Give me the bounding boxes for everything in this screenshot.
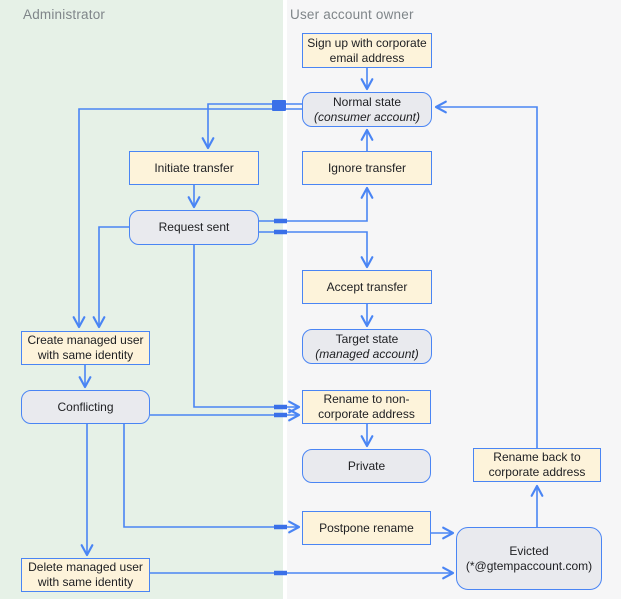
node-evicted: Evicted (*@gtempaccount.com): [456, 527, 602, 590]
node-label: (*@gtempaccount.com): [465, 558, 593, 573]
node-rename-to-non-corporate: Rename to non- corporate address: [302, 390, 431, 424]
node-label: (managed account): [315, 346, 419, 361]
node-label: Request sent: [158, 220, 230, 234]
node-sign-up-with-corporate-email: Sign up with corporate email address: [302, 33, 432, 68]
node-label: email address: [329, 50, 405, 65]
node-accept-transfer: Accept transfer: [302, 270, 432, 304]
node-label: Postpone rename: [319, 520, 414, 535]
node-rename-back-to-corporate: Rename back to corporate address: [473, 448, 601, 482]
node-label: with same identity: [37, 348, 134, 362]
lane-title-user-account-owner: User account owner: [290, 7, 414, 22]
node-ignore-transfer: Ignore transfer: [302, 151, 432, 185]
node-label: Initiate transfer: [154, 160, 234, 175]
node-target-state: Target state (managed account): [302, 329, 432, 364]
lane-title-administrator: Administrator: [23, 7, 106, 22]
node-private: Private: [302, 449, 431, 483]
node-initiate-transfer: Initiate transfer: [129, 151, 259, 185]
node-label: Delete managed user: [28, 560, 143, 574]
node-delete-managed-user: Delete managed user with same identity: [21, 558, 150, 592]
node-create-managed-user: Create managed user with same identity: [21, 331, 150, 365]
lane-crossing-marks: [272, 100, 287, 576]
node-label: corporate address: [318, 407, 415, 421]
lane-administrator: [0, 0, 283, 599]
node-label: Target state: [335, 331, 399, 346]
node-conflicting: Conflicting: [21, 390, 150, 424]
node-normal-state: Normal state (consumer account): [302, 92, 432, 127]
node-label: (consumer account): [313, 109, 421, 124]
node-label: corporate address: [488, 465, 586, 479]
node-label: Ignore transfer: [327, 160, 407, 175]
node-label: Evicted: [509, 543, 549, 558]
node-label: Rename to non-: [323, 392, 410, 406]
node-label: Normal state: [332, 94, 402, 109]
node-label: with same identity: [37, 575, 134, 589]
node-label: Conflicting: [57, 399, 114, 414]
node-postpone-rename: Postpone rename: [302, 511, 431, 545]
node-label: Sign up with corporate: [307, 35, 427, 50]
node-request-sent: Request sent: [129, 210, 259, 245]
node-label: Private: [347, 458, 386, 473]
node-label: Rename back to: [493, 450, 581, 464]
node-label: Create managed user: [27, 333, 144, 347]
node-label: Accept transfer: [326, 279, 408, 294]
